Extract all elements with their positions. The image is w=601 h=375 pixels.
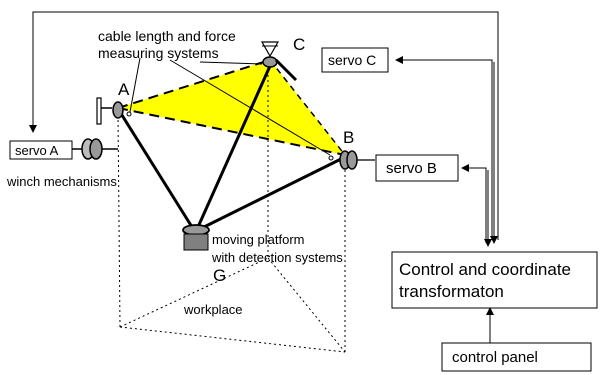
winch-device-c: [260, 41, 298, 82]
workplace-label: workplace: [183, 302, 243, 317]
control-box: [391, 251, 598, 309]
point-g-label: G: [213, 266, 226, 285]
leader-line-b: [169, 59, 331, 156]
measurement-triangle: [118, 60, 345, 155]
leader-line-c: [199, 61, 263, 65]
point-c-label: C: [293, 35, 305, 54]
control-panel-box: [441, 342, 592, 372]
cable-label-line1: cable length and force: [98, 28, 236, 44]
control-label-line2: transformaton: [399, 282, 504, 301]
moving-platform: [182, 224, 210, 251]
link-servo-b: [461, 164, 487, 243]
triangle-edge-cb: [269, 59, 346, 156]
servo-a-label: servo A: [15, 143, 59, 158]
feedback-line-a: [29, 11, 499, 240]
leader-line-a: [129, 57, 141, 113]
control-panel-label: control panel: [452, 349, 538, 366]
point-b-label: B: [343, 128, 354, 147]
triangle-edge-ab: [117, 107, 346, 156]
servo-a-box: [9, 140, 73, 160]
servo-c-box: [321, 47, 389, 73]
workplace-projection: [117, 70, 346, 353]
winch-device-a: [96, 97, 132, 125]
servo-b-box: [375, 154, 459, 182]
point-a-label: A: [118, 80, 130, 99]
cables: [118, 65, 344, 229]
winch-label: winch mechanisms: [6, 174, 117, 189]
servo-c-label: servo C: [328, 52, 376, 68]
platform-label-line1: moving platform: [212, 232, 304, 247]
servo-b-label: servo B: [386, 160, 437, 177]
triangle-edge-ac: [117, 59, 271, 109]
platform-label-line2: with detection systems: [211, 250, 343, 265]
cable-label-line2: measuring systems: [98, 45, 219, 61]
control-label-line1: Control and coordinate: [399, 260, 571, 279]
winch-mechanism-a: [72, 138, 118, 160]
winch-device-b: [328, 150, 375, 170]
link-servo-c: [395, 56, 493, 240]
